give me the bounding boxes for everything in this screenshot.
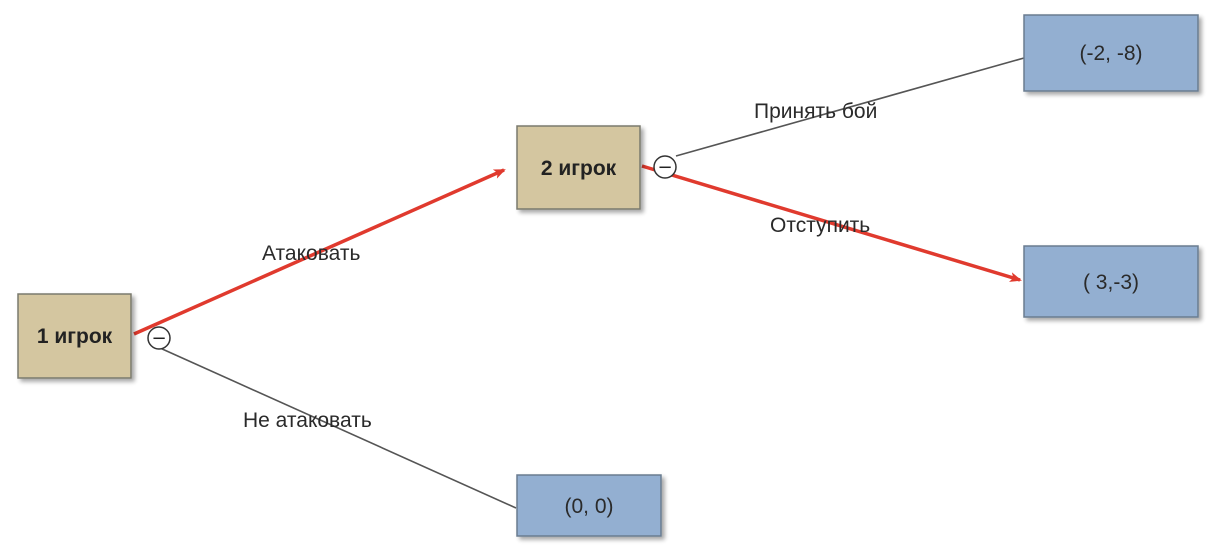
edge-no-attack-line: [159, 347, 517, 509]
node-player1[interactable]: 1 игрок: [17, 293, 132, 379]
collapse-toggle-player2[interactable]: −: [653, 155, 677, 179]
edge-label-attack: Атаковать: [262, 242, 360, 265]
node-player1-label: 1 игрок: [37, 325, 113, 348]
node-outcome-noattack-label: (0, 0): [564, 495, 613, 518]
collapse-icon: [653, 155, 677, 179]
node-outcome-retreat-label: ( 3,-3): [1083, 271, 1139, 294]
collapse-icon: [147, 326, 171, 350]
collapse-sign-player2: −: [657, 157, 672, 178]
edge-label-accept: Принять бой: [754, 100, 877, 123]
edge-retreat-arrow: [641, 164, 1022, 282]
node-outcome-noattack[interactable]: (0, 0): [516, 474, 662, 537]
node-outcome-accept[interactable]: (-2, -8): [1023, 14, 1199, 92]
node-player2-label: 2 игрок: [541, 157, 617, 180]
edge-label-no-attack: Не атаковать: [243, 409, 372, 432]
node-player2[interactable]: 2 игрок: [516, 125, 641, 210]
edge-accept-line: [675, 57, 1025, 157]
edge-attack-arrow: [133, 168, 506, 336]
collapse-sign-player1: −: [151, 328, 166, 349]
node-outcome-accept-label: (-2, -8): [1080, 42, 1143, 65]
edge-label-retreat: Отступить: [770, 214, 870, 237]
node-outcome-retreat[interactable]: ( 3,-3): [1023, 245, 1199, 318]
collapse-toggle-player1[interactable]: −: [147, 326, 171, 350]
